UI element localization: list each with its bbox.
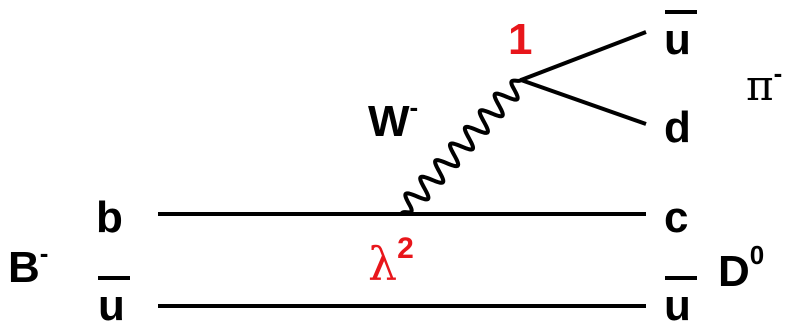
w-boson-wavy-line <box>400 78 523 215</box>
bottom-vertex-coupling: λ2 <box>368 232 414 291</box>
quark-c-label: c <box>664 193 688 242</box>
antiquark-u-top-label: u <box>664 15 691 64</box>
top-vertex-coupling: 1 <box>508 15 532 64</box>
d0-meson-label: D0 <box>718 240 764 296</box>
antiquark-u-out-line <box>520 30 647 82</box>
b-minus-meson-label: B- <box>8 238 48 292</box>
quark-b-label: b <box>96 193 123 242</box>
quark-d-out-line <box>520 78 647 126</box>
pion-label: π- <box>746 58 782 110</box>
w-boson-label: W- <box>368 92 418 146</box>
antiquark-u-left-label: u <box>98 281 125 328</box>
quark-d-label: d <box>664 103 691 152</box>
antiquark-u-right-label: u <box>664 281 691 328</box>
